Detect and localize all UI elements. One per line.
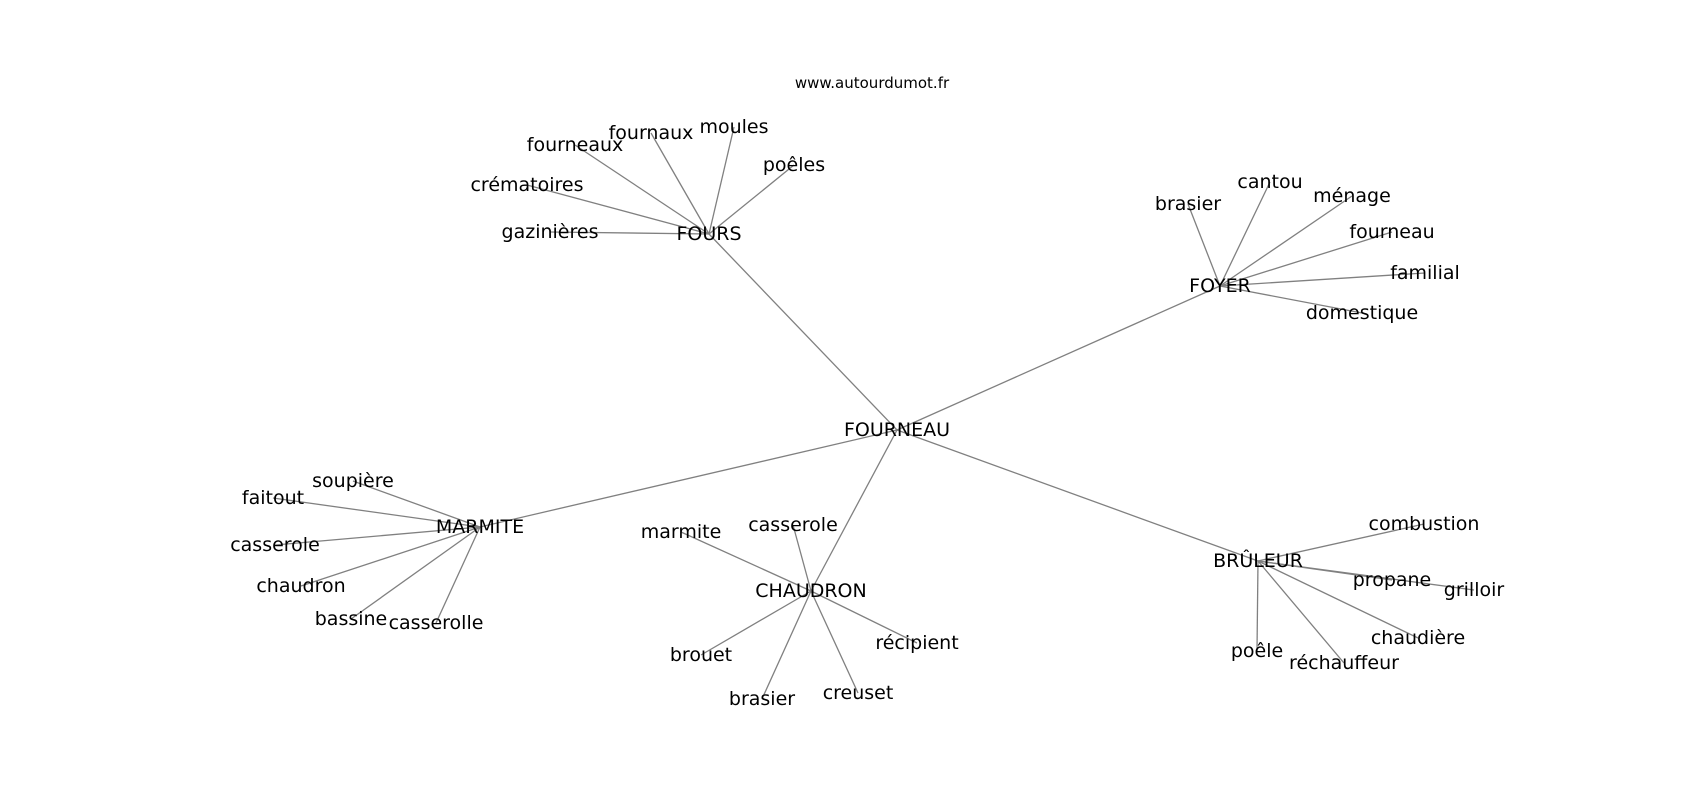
leaf-node-label: brouet [670,644,732,666]
edge-hub-to-leaf [680,531,812,592]
leaf-node-label: fourneau [1349,221,1434,243]
edge-hub-to-leaf [1219,231,1393,287]
edge-hub-to-leaf [761,590,812,700]
edge-hub-to-leaf [435,526,481,624]
leaf-node-label: récipient [875,632,958,654]
leaf-node-label: chaudron [256,575,345,597]
edge-root-to-hub [479,429,898,528]
edge-root-to-hub [810,429,898,592]
leaf-node-label: familial [1390,262,1460,284]
leaf-node-label: chaudière [1371,627,1465,649]
leaf-node-label: marmite [641,521,722,543]
edge-hub-to-leaf [708,126,735,235]
edge-hub-to-leaf [352,480,481,528]
leaf-node-label: soupière [312,470,394,492]
edge-hub-to-leaf [549,231,710,235]
edge-hub-to-leaf [574,144,710,235]
root-node-label: FOURNEAU [844,419,950,441]
edge-hub-to-leaf [1219,285,1363,314]
edge-hub-to-leaf [1256,560,1259,652]
leaf-node-label: casserolle [389,612,484,634]
leaf-node-label: faitout [242,487,304,509]
leaf-node-label: gazinières [502,221,599,243]
graph-edges [272,126,1475,700]
leaf-node-label: brasier [1155,193,1221,215]
leaf-node-label: grilloir [1444,579,1505,601]
leaf-node-label: creuset [823,682,894,704]
edge-hub-to-leaf [300,526,481,587]
edge-hub-to-leaf [1257,560,1345,664]
leaf-node-label: combustion [1369,513,1480,535]
leaf-node-label: domestique [1306,302,1418,324]
edge-hub-to-leaf [650,132,710,235]
edge-hub-to-leaf [1257,523,1425,562]
edge-hub-to-leaf [810,590,918,644]
edge-hub-to-leaf [1257,560,1475,591]
edge-hub-to-leaf [700,590,812,656]
leaf-node-label: poêles [763,154,825,176]
hub-node-label: BRÛLEUR [1213,548,1303,572]
leaf-node-label: bassine [315,608,388,630]
edge-hub-to-leaf [1219,181,1271,287]
edge-hub-to-leaf [274,526,481,546]
edge-hub-to-leaf [708,164,795,235]
edge-hub-to-leaf [792,524,812,592]
leaf-node-label: poêle [1231,640,1283,662]
hub-node-label: MARMITE [436,516,524,538]
edge-hub-to-leaf [272,497,481,528]
edge-root-to-hub [708,233,898,431]
leaf-node-label: propane [1353,569,1432,591]
edge-root-to-hub [896,429,1259,562]
edge-hub-to-leaf [1187,203,1221,287]
edge-root-to-hub [896,285,1221,431]
source-label: www.autourdumot.fr [795,74,950,92]
leaf-node-label: casserole [748,514,838,536]
hub-node-label: FOYER [1189,275,1251,297]
edge-hub-to-leaf [810,590,859,694]
leaf-node-label: brasier [729,688,795,710]
leaf-node-label: réchauffeur [1289,652,1399,674]
leaf-node-label: casserole [230,534,320,556]
leaf-node-label: cantou [1237,171,1302,193]
leaf-node-label: crématoires [470,174,583,196]
edge-hub-to-leaf [1219,272,1426,287]
leaf-node-label: ménage [1313,185,1391,207]
edge-hub-to-leaf [350,526,481,620]
graph-labels: FOURNEAUgazinièrescrématoiresfourneauxfo… [230,116,1504,710]
hub-node-label: FOURS [676,223,741,245]
leaf-node-label: fournaux [609,122,694,144]
hub-node-label: CHAUDRON [755,580,866,602]
edge-hub-to-leaf [1219,195,1353,287]
edge-hub-to-leaf [526,184,710,235]
leaf-node-label: fourneaux [527,134,624,156]
leaf-node-label: moules [699,116,768,138]
edge-hub-to-leaf [1257,560,1419,639]
